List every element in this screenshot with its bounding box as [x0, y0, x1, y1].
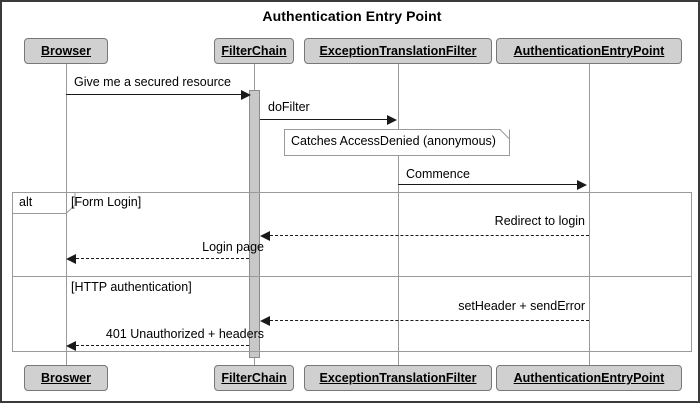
message-line-redirect-to-login [270, 235, 589, 236]
alt-condition-http-authentication: [HTTP authentication] [71, 280, 192, 294]
participant-filterchain-bottom[interactable]: FilterChain [214, 365, 294, 391]
alt-condition-form-login: [Form Login] [71, 195, 142, 209]
participant-browser-bottom[interactable]: Broswer [24, 365, 108, 391]
note-text: Catches AccessDenied (anonymous) [291, 134, 496, 148]
alt-fragment-operator-label: alt [19, 195, 33, 209]
participant-filterchain-top[interactable]: FilterChain [214, 38, 294, 64]
arrow-head-commence [577, 180, 587, 190]
arrow-head-login-page [66, 254, 76, 264]
message-line-setheader-senderror [270, 320, 589, 321]
lifeline-exceptiontranslationfilter [398, 64, 399, 369]
note-catches-accessdenied: Catches AccessDenied (anonymous) [284, 129, 510, 156]
arrow-head-401-unauthorized-headers [66, 341, 76, 351]
lifeline-browser [66, 64, 67, 369]
participant-exceptiontranslationfilter-bottom[interactable]: ExceptionTranslationFilter [304, 365, 492, 391]
participant-label: AuthenticationEntryPoint [513, 371, 665, 385]
message-label-redirect-to-login: Redirect to login [494, 214, 585, 228]
arrow-head-give-me-a-secured-resource [241, 90, 251, 100]
participant-label: ExceptionTranslationFilter [319, 44, 477, 58]
lifeline-authenticationentrypoint [589, 64, 590, 369]
message-line-401-unauthorized-headers [76, 345, 249, 346]
participant-exceptiontranslationfilter-top[interactable]: ExceptionTranslationFilter [304, 38, 492, 64]
message-label-give-me-a-secured-resource: Give me a secured resource [74, 75, 232, 89]
message-line-give-me-a-secured-resource [66, 94, 243, 95]
participant-authenticationentrypoint-top[interactable]: AuthenticationEntryPoint [496, 38, 682, 64]
participant-label: FilterChain [221, 44, 287, 58]
message-line-login-page [76, 258, 249, 259]
message-label-401-unauthorized-headers: 401 Unauthorized + headers [105, 327, 264, 341]
alt-fragment-divider [13, 276, 691, 277]
message-label-setheader-senderror: setHeader + sendError [458, 299, 585, 313]
message-line-commence [398, 184, 578, 185]
participant-browser-top[interactable]: Browser [24, 38, 108, 64]
participant-label: FilterChain [221, 371, 287, 385]
message-label-dofilter: doFilter [268, 100, 310, 114]
message-line-dofilter [260, 119, 388, 120]
participant-label: Browser [40, 44, 92, 58]
message-label-login-page: Login page [202, 240, 264, 254]
alt-fragment-tab [12, 192, 76, 214]
participant-authenticationentrypoint-bottom[interactable]: AuthenticationEntryPoint [496, 365, 682, 391]
alt-fragment-frame [12, 192, 692, 352]
activation-bar-filterchain [249, 90, 260, 358]
arrow-head-setheader-senderror [260, 316, 270, 326]
alt-tab-shape-icon [12, 192, 76, 214]
participant-label: AuthenticationEntryPoint [513, 44, 665, 58]
page-title: Authentication Entry Point [262, 8, 442, 24]
participant-label: ExceptionTranslationFilter [319, 371, 477, 385]
message-label-commence: Commence [406, 167, 470, 181]
participant-label: Broswer [40, 371, 92, 385]
arrow-head-redirect-to-login [260, 231, 270, 241]
arrow-head-dofilter [387, 115, 397, 125]
